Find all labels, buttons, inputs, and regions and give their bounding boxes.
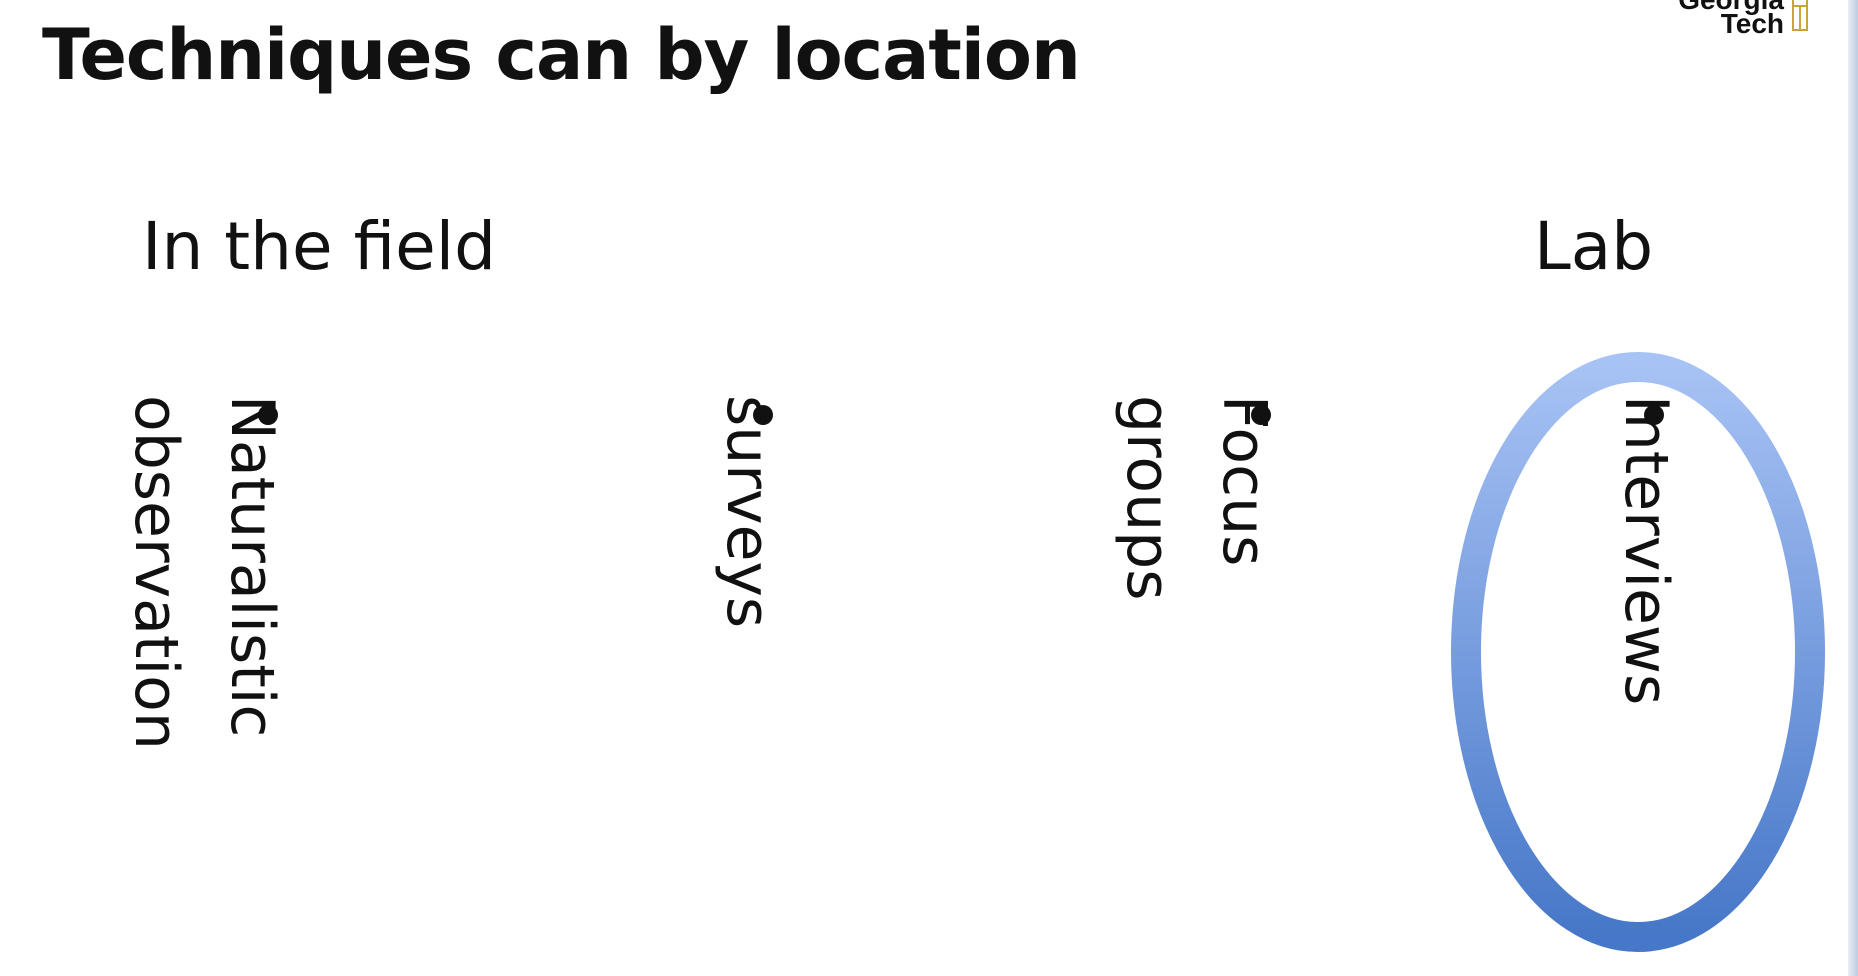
technique-line-1: Interviews <box>1611 395 1681 706</box>
bullet-surveys <box>753 405 773 425</box>
heading-in-the-field: In the field <box>142 208 496 285</box>
bullet-focus-groups <box>1251 405 1271 425</box>
bullet-naturalistic-observation <box>258 405 278 425</box>
slide-title: Techniques can by location <box>42 14 1081 96</box>
technique-line-2: groups <box>1113 395 1183 601</box>
heading-lab: Lab <box>1534 208 1654 285</box>
technique-line-2: observation <box>121 395 191 750</box>
technique-line-1: Focus <box>1209 395 1279 567</box>
tech-tower-icon <box>1792 0 1808 31</box>
highlight-oval <box>1451 352 1825 952</box>
logo-text-tech: Tech <box>1720 8 1784 39</box>
bullet-interviews <box>1644 405 1664 425</box>
georgia-tech-logo: Georgia Tech <box>1648 0 1818 48</box>
logo-text-georgia: Georgia <box>1678 0 1784 14</box>
slide-edge <box>1848 0 1858 976</box>
technique-line-1: Naturalistic <box>217 395 287 738</box>
technique-line-1: surveys <box>713 395 783 629</box>
